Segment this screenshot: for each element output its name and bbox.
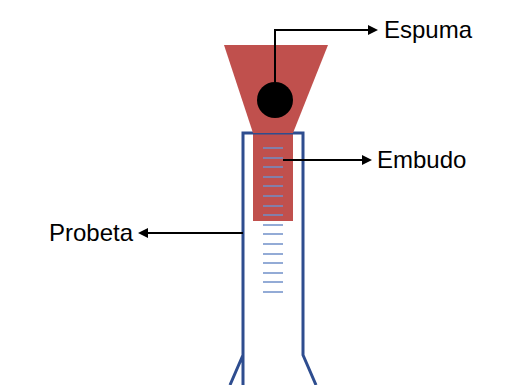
graduation-tick	[263, 185, 283, 187]
graduation-tick	[263, 157, 283, 159]
graduation-tick	[263, 214, 283, 216]
graduation-tick	[263, 147, 283, 149]
graduation-tick	[263, 233, 283, 235]
graduation-tick	[263, 243, 283, 245]
leader-line	[140, 232, 243, 234]
graduation-tick	[263, 291, 283, 293]
funnel-stem	[253, 133, 293, 221]
graduation-tick	[263, 166, 283, 168]
leader-line	[283, 159, 370, 161]
part-label: Probeta	[49, 219, 133, 247]
part-label: Embudo	[377, 146, 466, 174]
graduation-tick	[263, 281, 283, 283]
graduation-tick	[263, 262, 283, 264]
graduation-tick	[263, 195, 283, 197]
graduation-tick	[263, 253, 283, 255]
graduation-tick	[263, 272, 283, 274]
graduation-ticks	[263, 148, 283, 292]
graduation-tick	[263, 205, 283, 207]
leader-line	[275, 30, 376, 100]
graduated-cylinder	[230, 133, 316, 385]
graduation-tick	[263, 176, 283, 178]
part-label: Espuma	[384, 16, 472, 44]
graduation-tick	[263, 224, 283, 226]
